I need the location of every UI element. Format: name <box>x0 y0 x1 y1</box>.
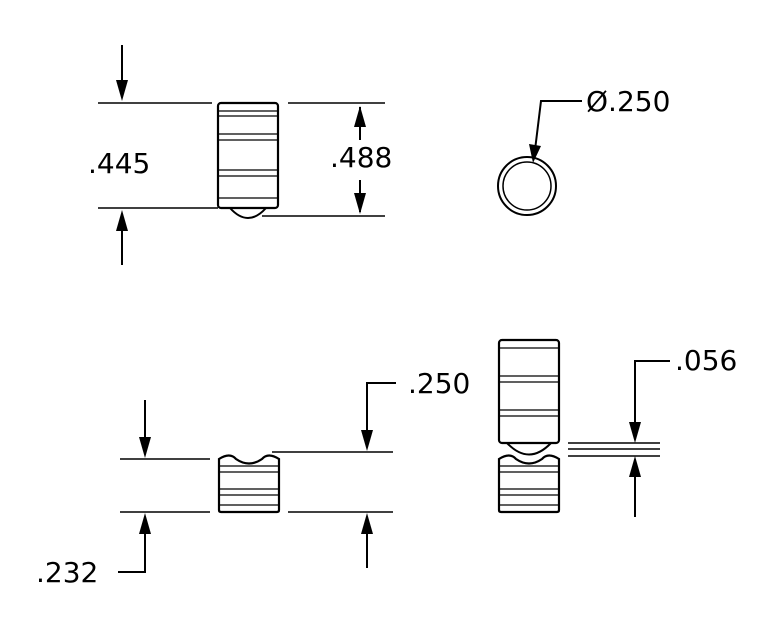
dim-diameter: Ø.250 <box>586 85 670 118</box>
dim-height-488: .488 <box>330 141 392 174</box>
dim-gap-056: .056 <box>675 344 737 377</box>
dim-height-232: .232 <box>36 556 98 589</box>
dim-height-250: .250 <box>408 367 470 400</box>
dim-height-445: .445 <box>88 147 150 180</box>
view-side-short: .250 .232 <box>36 367 470 589</box>
view-assembly-gap: .056 <box>497 338 737 517</box>
view-end-circle: Ø.250 <box>497 85 670 216</box>
view-side-full: .445 .488 <box>88 45 392 265</box>
part-body-top <box>216 101 280 219</box>
part-upper <box>497 338 561 456</box>
part-lower <box>497 454 561 514</box>
part-body-bottom <box>217 454 281 514</box>
